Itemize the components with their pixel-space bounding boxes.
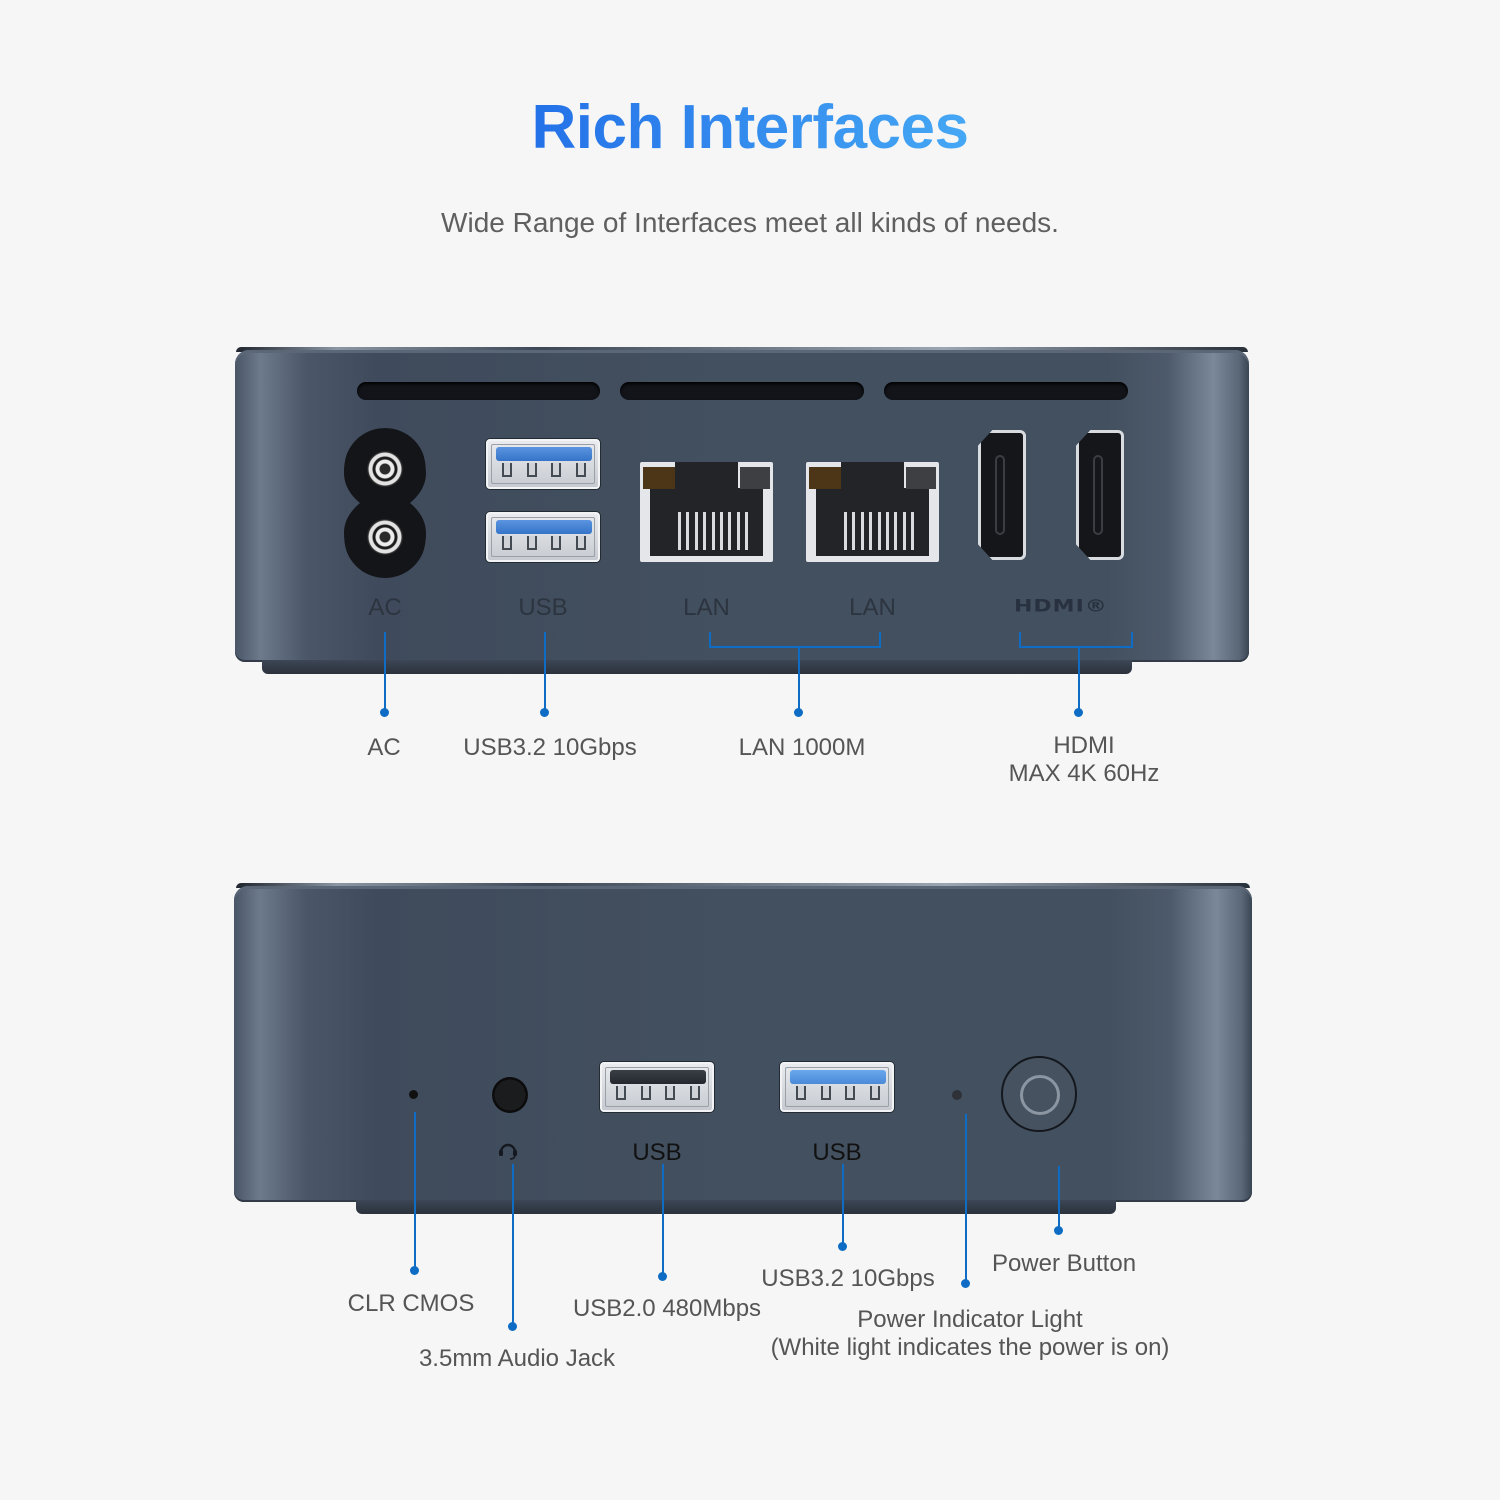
callout-audio-jack: 3.5mm Audio Jack	[418, 1345, 616, 1372]
bracket-hdmi	[1019, 646, 1133, 648]
callout-dot-power-button	[1054, 1226, 1063, 1235]
bracket-hdmi-right	[1131, 632, 1133, 648]
callout-line-lan	[798, 646, 800, 712]
bracket-lan-right	[879, 632, 881, 648]
callout-lan: LAN 1000M	[738, 734, 866, 761]
callout-power-led-line2: (White light indicates the power is on)	[770, 1334, 1170, 1361]
callout-line-clr-cmos	[414, 1112, 416, 1268]
callout-line-hdmi	[1078, 646, 1080, 712]
callout-line-ac	[384, 632, 386, 712]
callout-hdmi-line2: MAX 4K 60Hz	[1008, 760, 1160, 787]
callout-dot-lan	[794, 708, 803, 717]
callout-dot-usb2	[658, 1272, 667, 1281]
device-top-edge	[236, 347, 1248, 352]
lan-port-1	[640, 462, 773, 562]
callout-line-power-led	[965, 1114, 967, 1284]
callout-usb2: USB2.0 480Mbps	[572, 1295, 762, 1322]
callout-usb: USB3.2 10Gbps	[463, 734, 637, 761]
device-top-edge	[236, 883, 1250, 888]
lan-port-2	[806, 462, 939, 562]
callout-dot-usb	[540, 708, 549, 717]
device-foot	[262, 660, 1132, 674]
page-subtitle: Wide Range of Interfaces meet all kinds …	[441, 207, 1059, 238]
callout-line-audio	[512, 1164, 514, 1324]
vent-slot	[357, 382, 600, 400]
power-ring-icon	[1020, 1075, 1060, 1115]
callout-line-usb3	[842, 1164, 844, 1246]
callout-power-led-line1: Power Indicator Light	[857, 1306, 1083, 1333]
ac-pin	[367, 451, 403, 487]
callout-usb3: USB3.2 10Gbps	[761, 1265, 935, 1292]
usb2-port-label: USB	[632, 1139, 682, 1166]
callout-line-power-button	[1058, 1166, 1060, 1232]
usb-port-label: USB	[518, 594, 568, 621]
hdmi-port-2	[1076, 430, 1124, 560]
hdmi-port-1	[978, 430, 1026, 560]
lan-port-2-label: LAN	[849, 594, 896, 621]
ac-pin	[367, 519, 403, 555]
device-foot	[356, 1200, 1116, 1214]
usb3-port-top	[486, 439, 600, 489]
page-title: Rich Interfaces	[0, 92, 1500, 163]
callout-dot-hdmi	[1074, 708, 1083, 717]
front-panel-body	[234, 886, 1252, 1202]
callout-ac: AC	[367, 734, 401, 761]
callout-dot-audio	[508, 1322, 517, 1331]
bracket-lan	[709, 646, 881, 648]
callout-line-usb2	[662, 1164, 664, 1276]
bracket-lan-left	[709, 632, 711, 648]
usb2-port	[600, 1062, 714, 1112]
ac-port-label: AC	[368, 594, 402, 621]
callout-dot-power-led	[961, 1279, 970, 1288]
usb3-port-bottom	[486, 512, 600, 562]
audio-jack	[492, 1077, 528, 1113]
bracket-hdmi-left	[1019, 632, 1021, 648]
callout-dot-clr-cmos	[410, 1266, 419, 1275]
usb3-front-port	[780, 1062, 894, 1112]
power-button[interactable]	[1001, 1056, 1077, 1132]
usb3-port-label: USB	[812, 1139, 862, 1166]
power-indicator-led	[952, 1090, 962, 1100]
callout-power-button: Power Button	[991, 1250, 1137, 1277]
vent-slot	[620, 382, 864, 400]
callout-clr-cmos: CLR CMOS	[347, 1290, 475, 1317]
headset-icon	[499, 1143, 517, 1160]
callout-line-usb	[544, 632, 546, 712]
clr-cmos-pinhole	[409, 1090, 418, 1099]
hdmi-logo: HDMI®	[1014, 597, 1108, 616]
lan-port-1-label: LAN	[683, 594, 730, 621]
callout-hdmi-line1: HDMI	[1053, 732, 1115, 759]
callout-dot-ac	[380, 708, 389, 717]
vent-slot	[884, 382, 1128, 400]
callout-dot-usb3	[838, 1242, 847, 1251]
